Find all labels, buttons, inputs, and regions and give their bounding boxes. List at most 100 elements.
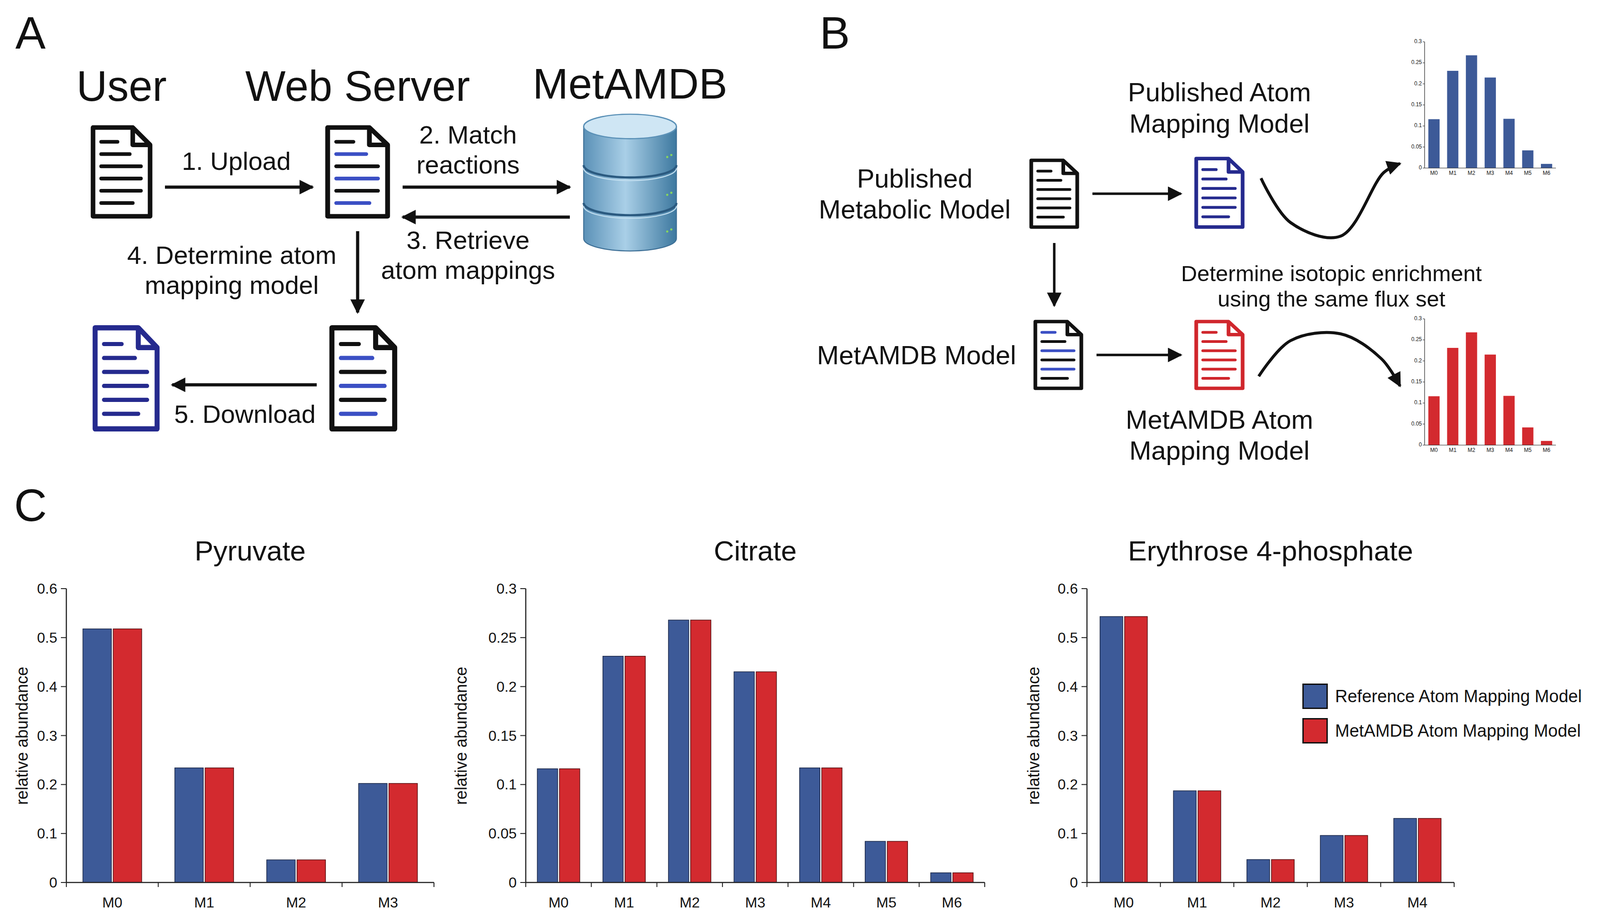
arrow-connector [1092,192,1182,196]
node-heading: MetAMDB [489,59,772,110]
axis-line [66,882,434,884]
bar-chart [60,588,434,888]
axis-tick-label: 0.5 [1057,629,1078,647]
axis-tick [1233,882,1235,888]
axis-tick-label: 0.15 [1411,101,1422,108]
document-fold [1228,158,1243,172]
metamdb-bar [297,860,326,883]
axis-tick-label: 0.25 [488,629,517,647]
axis-tick [520,637,526,639]
document-fold [138,328,157,349]
legend-swatch [1302,718,1328,744]
document-line [340,356,373,361]
axis-tick-label: 0 [508,874,517,892]
axis-tick-label: 0 [49,874,58,892]
reference-bar [733,672,755,883]
document-icon [91,324,161,433]
mini-bar-chart: 00.050.10.150.20.250.3M0M1M2M3M4M5M6 [1401,36,1559,182]
legend-swatch [1302,683,1328,710]
axis-tick-label: 0.05 [488,825,517,843]
edge-label: 2. Match reactions [399,119,537,180]
category-label: M0 [1430,447,1438,454]
axis-tick-label: 0.6 [1057,580,1078,598]
axis-tick [1422,62,1425,64]
category-label: M4 [1407,894,1428,912]
database-icon: MetAMDB [581,112,679,254]
document-body [327,127,388,217]
document-line [1041,331,1056,334]
axis-tick-label: 0.5 [37,629,58,647]
node-heading: User [30,61,213,112]
axis-tick [1422,445,1425,446]
document-line [1037,169,1052,173]
axis-tick-label: 0.15 [488,727,517,745]
document-outline [1193,319,1246,391]
document-body [1196,321,1243,389]
category-label: M5 [1524,170,1532,177]
axis-tick [1380,882,1381,888]
axis-tick [1081,784,1087,786]
database-band [583,203,677,216]
document-line [1202,168,1217,171]
axis-tick [1306,882,1308,888]
category-label: M0 [548,894,569,912]
mini-bar [1465,55,1478,169]
axis-tick [656,882,658,888]
reference-bar [930,873,952,883]
axis-tick [590,882,592,888]
document-line [101,164,141,169]
reference-bar [1320,835,1344,883]
document-fold [1228,321,1243,335]
mini-bar [1465,332,1478,446]
reference-bar [799,768,821,883]
axis-tick-label: 0.2 [496,678,517,696]
document-body [1035,321,1082,389]
axis-tick-label: 0.05 [1411,144,1422,150]
document-icon: Published Atom Mapping Model [1193,156,1246,230]
category-label: M3 [1486,447,1495,454]
arrow-connector [172,383,317,387]
category-label: M5 [876,894,897,912]
status-dot [666,230,669,233]
axis-tick [918,882,920,888]
document-line [1041,368,1074,371]
mini-bar [1447,70,1459,169]
arrow-connector [1052,243,1056,306]
document-line [101,201,134,205]
document-line [1037,188,1070,191]
database-band-light [583,168,677,181]
document-outline [324,124,391,220]
axis-tick-label: 0.3 [1414,38,1422,45]
axis-line [525,882,985,884]
category-label: M3 [1486,170,1495,177]
category-label: M6 [942,894,962,912]
mini-bar [1484,77,1496,169]
axis-tick-label: 0.1 [496,776,517,794]
category-label: M4 [1505,170,1513,177]
document-line [336,176,379,181]
document-icon: MetAMDB Atom Mapping Model [1193,319,1246,391]
document-line [336,189,379,193]
database-top [583,114,677,139]
mini-bar [1540,164,1553,169]
axis-tick-label: 0.2 [37,776,58,794]
metamdb-bar [1271,860,1295,883]
document-line [101,189,141,193]
axis-tick-label: 0.25 [1411,337,1422,344]
legend-text: Reference Atom Mapping Model [1335,687,1582,707]
document-line [340,398,385,403]
mini-bar [1428,396,1440,446]
category-label: M1 [1449,447,1457,454]
reference-bar [266,860,296,883]
document-line [1202,331,1217,334]
document-line [1041,340,1066,344]
axis-tick [60,588,67,590]
document-line [1041,358,1074,362]
axis-line [1086,588,1088,883]
axis-tick [1081,686,1087,688]
metamdb-bar [1197,791,1221,883]
mini-bar [1484,354,1496,446]
document-body [93,127,151,217]
category-label: M6 [1542,170,1551,177]
